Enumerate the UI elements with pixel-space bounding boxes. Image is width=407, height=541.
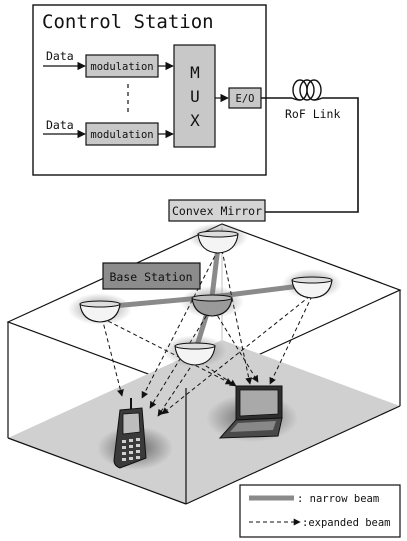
antenna-dome-icon (282, 269, 342, 299)
base-station-label: Base Station (102, 262, 201, 290)
control-station: Control Station Data modulation Data mod… (32, 4, 267, 176)
antenna-dome-icon (68, 293, 132, 325)
room-floor-edge-left (7, 437, 187, 505)
eo-label: E/O (236, 93, 255, 105)
antenna-dome-icon (163, 335, 227, 367)
mux-block (173, 44, 216, 148)
room-floor (8, 340, 400, 504)
mux-letter-x: X (190, 111, 200, 130)
modulation-label-bottom: modulation (90, 129, 153, 141)
antenna-dome-icon (180, 286, 244, 318)
rof-link-label: RoF Link (285, 107, 340, 121)
base-station-text: Base Station (109, 270, 192, 284)
expanded-beam-1 (101, 317, 124, 397)
rof-link: RoF Link (257, 79, 359, 213)
modulation-label-top: modulation (90, 61, 153, 73)
data-input-label-top: Data (46, 49, 74, 63)
mobile-phone-icon (113, 398, 147, 469)
legend-expanded-label: :expanded beam (302, 517, 391, 529)
expanded-beam-10 (269, 295, 313, 385)
mux-letter-m: M (190, 63, 200, 82)
control-station-frame (32, 4, 267, 176)
expanded-beam-6 (221, 249, 253, 385)
legend-narrow-label: : narrow beam (297, 493, 379, 505)
expanded-beam-7 (157, 361, 195, 417)
room (6, 223, 402, 505)
data-input-label-bottom: Data (46, 118, 74, 132)
convex-mirror-label: Convex Mirror (168, 199, 266, 222)
expanded-beam-4 (213, 309, 259, 383)
expanded-beam-9 (161, 295, 311, 415)
antenna-domes (68, 223, 342, 367)
antenna-dome-icon (188, 223, 248, 254)
legend-frame (239, 484, 401, 538)
fiber-line (257, 97, 359, 213)
room-floor-edge-right (185, 405, 401, 505)
fiber-coil-icon (291, 79, 323, 101)
mux-letter-u: U (190, 87, 200, 106)
control-station-title: Control Station (42, 11, 214, 33)
convex-mirror-text: Convex Mirror (172, 204, 262, 218)
laptop-icon (218, 385, 283, 439)
legend: : narrow beam :expanded beam (239, 484, 401, 538)
